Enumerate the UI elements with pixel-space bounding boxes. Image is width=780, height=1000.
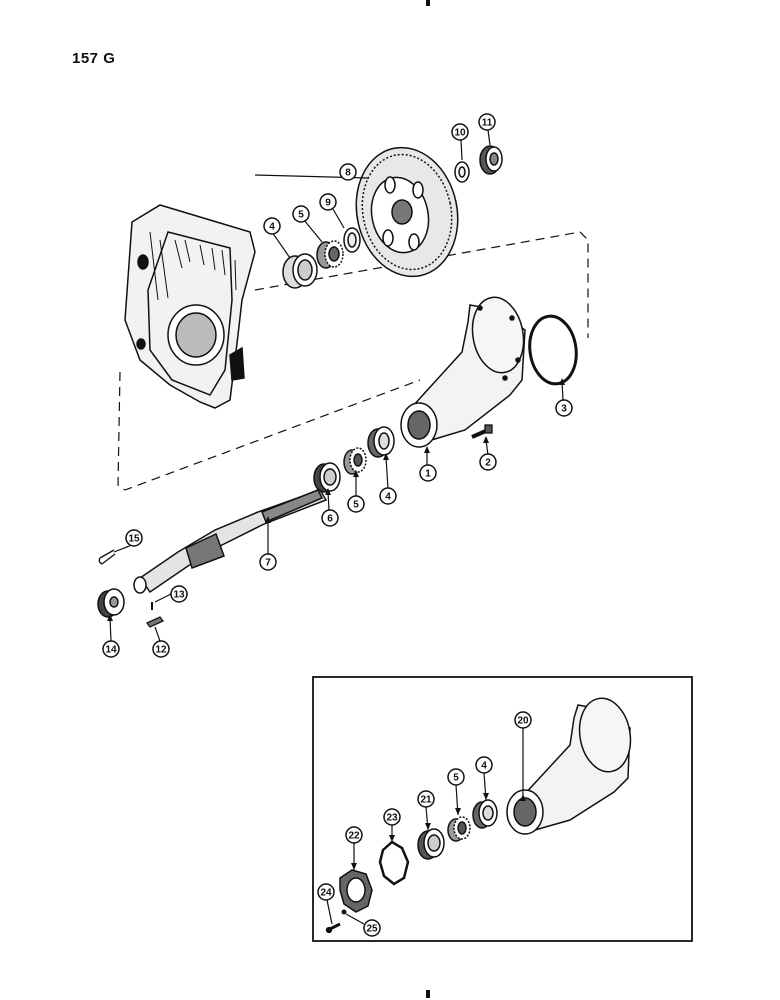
nut-11	[479, 145, 503, 175]
callout-5-inset-label: 5	[453, 773, 459, 784]
inset-cover-housing	[506, 697, 632, 835]
registration-mark-bottom	[426, 990, 430, 998]
seal-6	[313, 462, 341, 493]
washer-10	[454, 161, 470, 183]
callout-11-label: 11	[482, 118, 493, 129]
callout-4-inset: 4	[475, 756, 493, 774]
spacer-9	[343, 227, 361, 253]
inset-retainer-22	[339, 869, 373, 913]
callout-9-label: 9	[325, 198, 331, 209]
inset-screw-24	[325, 922, 341, 934]
registration-mark-top	[426, 0, 430, 6]
callout-11: 11	[478, 113, 496, 131]
upper-bearing-cone	[316, 240, 344, 269]
upper-bearing-cup	[282, 253, 318, 289]
inset-bearing-cone-5	[447, 816, 471, 842]
callout-20: 20	[514, 711, 532, 729]
callout-4-lower: 4	[379, 487, 397, 505]
page-label: 157 G	[72, 50, 116, 67]
callout-4-upper: 4	[263, 217, 281, 235]
callout-5-lower-label: 5	[353, 500, 359, 511]
callout-5-upper-label: 5	[298, 210, 304, 221]
spur-gear	[355, 146, 459, 278]
bearing-cover-housing	[400, 296, 526, 448]
cap-screw-2	[471, 424, 493, 439]
bearing-cup-4-lower	[367, 426, 395, 458]
callout-7-label: 7	[265, 558, 271, 569]
callout-22-label: 22	[348, 831, 360, 842]
inset-bearing-cup-4	[472, 799, 498, 829]
callout-23: 23	[383, 808, 401, 826]
callout-13: 13	[170, 585, 188, 603]
callout-9: 9	[319, 193, 337, 211]
callout-7: 7	[259, 553, 277, 571]
callout-13-label: 13	[173, 590, 185, 601]
callout-5-lower: 5	[347, 495, 365, 513]
o-ring	[528, 314, 578, 386]
callout-8-label: 8	[345, 168, 351, 179]
inset-shim-23	[378, 840, 410, 886]
callout-12: 12	[152, 640, 170, 658]
key-12	[145, 616, 165, 628]
callout-22: 22	[345, 826, 363, 844]
callout-12-label: 12	[155, 645, 167, 656]
callout-8: 8	[339, 163, 357, 181]
castle-nut-14	[97, 588, 125, 618]
callout-1-label: 1	[425, 469, 431, 480]
callout-1: 1	[419, 464, 437, 482]
callout-14-label: 14	[105, 645, 117, 656]
callout-23-label: 23	[386, 813, 398, 824]
callout-6: 6	[321, 509, 339, 527]
cotter-pin-15	[98, 549, 116, 565]
callout-24: 24	[317, 883, 335, 901]
callout-3-label: 3	[561, 404, 567, 415]
callout-6-label: 6	[327, 514, 333, 525]
callout-25-label: 25	[366, 924, 378, 935]
inset-ring-21	[417, 828, 445, 860]
inset-ball-25	[341, 909, 347, 915]
callout-4-upper-label: 4	[269, 222, 275, 233]
callout-2-label: 2	[485, 458, 491, 469]
alternate-assembly-inset	[312, 676, 693, 942]
callout-21-label: 21	[420, 795, 432, 806]
callout-10-label: 10	[454, 128, 466, 139]
housing-casting	[124, 204, 256, 409]
callout-15: 15	[125, 529, 143, 547]
callout-5-upper: 5	[292, 205, 310, 223]
callout-24-label: 24	[320, 888, 332, 899]
callout-4-lower-label: 4	[385, 492, 391, 503]
bearing-cone-5-lower	[343, 447, 367, 475]
output-shaft	[133, 489, 328, 594]
callout-10: 10	[451, 123, 469, 141]
callout-14: 14	[102, 640, 120, 658]
callout-25: 25	[363, 919, 381, 937]
callout-21: 21	[417, 790, 435, 808]
callout-20-label: 20	[517, 716, 529, 727]
callout-arrowheads	[107, 378, 565, 870]
callout-3: 3	[555, 399, 573, 417]
callout-5-inset: 5	[447, 768, 465, 786]
callout-2: 2	[479, 453, 497, 471]
callout-4-inset-label: 4	[481, 761, 487, 772]
callout-15-label: 15	[128, 534, 140, 545]
